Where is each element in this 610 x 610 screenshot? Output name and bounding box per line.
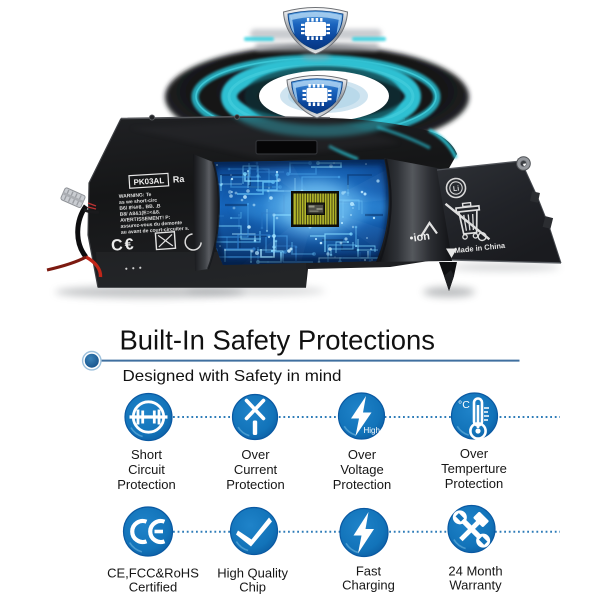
svg-text:High Quality: High Quality	[217, 566, 288, 581]
svg-text:Fast: Fast	[356, 563, 382, 578]
svg-text:Over: Over	[348, 447, 377, 462]
svg-text:PK03AL: PK03AL	[133, 176, 164, 187]
svg-text:B8/ A8&1(E=<&8.: B8/ A8&1(E=<&8.	[120, 209, 161, 217]
svg-text:Over: Over	[460, 446, 489, 461]
svg-text:C€: C€	[111, 236, 136, 255]
svg-text:Temperture: Temperture	[441, 461, 507, 476]
svg-text:High: High	[364, 426, 380, 435]
svg-text:B6/ 8%#8.. BB. .B: B6/ 8%#8.. BB. .B	[119, 203, 161, 212]
svg-text:CE,FCC&RoHS: CE,FCC&RoHS	[107, 566, 199, 581]
svg-text:Charging: Charging	[342, 578, 395, 593]
svg-text:Li: Li	[453, 185, 460, 193]
svg-text:Circuit: Circuit	[128, 462, 165, 477]
svg-text:°C: °C	[458, 399, 470, 411]
svg-text:au avant de court-circuiter s.: au avant de court-circuiter s.	[121, 226, 190, 236]
svg-text:ion: ion	[413, 230, 431, 244]
svg-text:WARNING: Te: WARNING: Te	[119, 192, 152, 200]
svg-text:Voltage: Voltage	[340, 462, 383, 477]
svg-text:Short: Short	[131, 447, 162, 462]
svg-text:Over: Over	[241, 447, 270, 462]
svg-text:Protection: Protection	[445, 476, 504, 491]
svg-text:Built-In Safety Protections: Built-In Safety Protections	[120, 325, 436, 356]
svg-text:Current: Current	[234, 462, 278, 477]
svg-text:assurez-vous du demonte: assurez-vous du demonte	[120, 220, 182, 230]
svg-text:Ra: Ra	[172, 174, 185, 185]
svg-text:Protection: Protection	[117, 477, 176, 492]
svg-text:24 Month: 24 Month	[448, 563, 502, 578]
svg-text:Warranty: Warranty	[449, 578, 502, 593]
svg-text:Protection: Protection	[226, 477, 285, 492]
svg-text:AVERTISSEMENT! P:: AVERTISSEMENT! P:	[120, 215, 171, 224]
svg-text:as we short-circ: as we short-circ	[119, 198, 158, 206]
svg-text:Chip: Chip	[239, 580, 266, 595]
svg-text:Designed with Safety in mind: Designed with Safety in mind	[123, 368, 342, 385]
svg-text:Certified: Certified	[129, 580, 177, 595]
svg-text:Protection: Protection	[333, 477, 392, 492]
